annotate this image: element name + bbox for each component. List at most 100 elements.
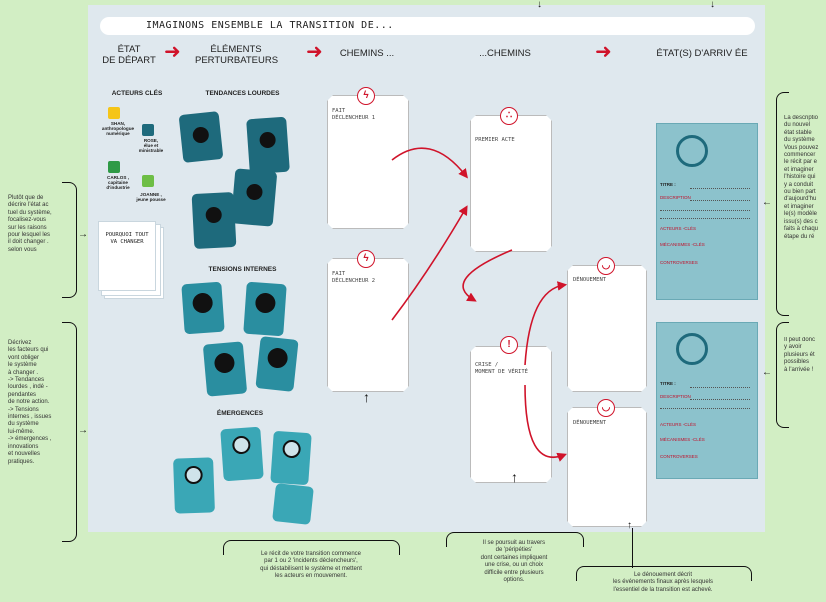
bracket [223,540,400,555]
denouement-2-label: DÉNOUEMENT [573,420,607,426]
section-emergences: ÉMERGENCES [216,410,264,417]
actor-name: ROSE, [143,138,159,143]
card-fait-declencheur-2[interactable] [327,258,409,392]
fill-line [660,210,750,211]
arrow-left-icon: ← [762,197,772,208]
note-line: difficile entre plusieurs [484,569,544,576]
sheet-titre: TITRE : [660,381,676,386]
sheet-controverses: CONTROVERSES [660,454,698,459]
actor-name: SHAN, [110,121,126,126]
note-line: innovations [8,443,39,450]
actor-name: JOANNE , [140,192,162,197]
note-line: du nouvel [784,122,811,129]
sheet-mecanismes: MÉCANISMES -CLÉS [660,242,705,247]
avatar [108,107,120,119]
note-line: les acteurs en mouvement. [274,573,348,580]
exclamation-icon: ! [500,336,518,354]
actors-title: ACTEURS CLÉS [111,90,163,97]
avatar [142,124,154,136]
pourquoi-line1: POURQUOI TOUT [105,232,149,238]
lightning-icon: ϟ [357,250,375,268]
header-chemins-2: ...CHEMINS [479,48,531,59]
note-line: Il peut donc [784,337,816,343]
bracket [62,182,77,298]
actor-role: élue et ministrable [138,143,164,154]
fill-line [690,387,750,388]
bracket [62,322,77,542]
note-line: à changer . [8,369,39,376]
header-perturbateurs-line2: PERTURBATEURS [195,55,279,66]
note-line: de notre action. [8,399,50,406]
note-line: Il se poursuit au travers [482,540,546,546]
card-denouement-2[interactable] [567,407,647,527]
note-line: étape du ré [784,233,815,240]
bracket [576,566,752,581]
note-line: y avoir [784,344,802,351]
header-depart-line2: DE DÉPART [102,55,156,66]
note-line: de 'péripéties' [495,547,533,554]
note-line: Le récit de votre transition commence [260,551,362,557]
note-line: état stable [784,129,812,136]
note-line: le système [8,362,37,369]
arrow-right-icon: ➜ [306,41,323,63]
note-line: Plutôt que de [8,195,44,201]
pourquoi-line2: VA CHANGER [110,239,144,245]
note-line: lourdes , indé - [8,384,48,391]
note-line: issu(s) des c [784,218,818,225]
header-perturbateurs-line1: ÉLÉMENTS [210,44,262,55]
note-line: Décrivez [8,340,32,346]
denouement-1-label: DÉNOUEMENT [573,277,607,283]
bracket [776,322,789,428]
note-line: commencer [784,152,816,159]
fait2-line1: FAIT [332,271,346,277]
note-line: il doit changer . [8,239,49,246]
card-pourquoi[interactable]: POURQUOI TOUT VA CHANGER [98,221,156,291]
note-line: options. [503,577,525,584]
card-premier-acte[interactable] [470,115,552,252]
board-title: IMAGINONS ENSEMBLE LA TRANSITION DE... [100,17,755,35]
fait2-line2: DÉCLENCHEUR 2 [332,278,376,284]
arrow-up-icon: ↑ [511,469,518,485]
bracket [776,92,789,316]
fait1-line2: DÉCLENCHEUR 1 [332,115,376,121]
arrow-down-icon: ↓ [710,0,715,10]
bracket [446,532,584,547]
arrow-up-icon: ↑ [627,520,632,531]
note-line: internes , issues [8,414,52,421]
card-fait-declencheur-1[interactable] [327,95,409,229]
actor-rose: ROSE,élue et ministrable [134,138,168,154]
card-crise[interactable] [470,346,552,483]
arrow-right-icon: ➜ [595,41,612,63]
header-chemins-1: CHEMINS ... [339,48,395,59]
note-line: pratiques. [8,458,35,465]
header-perturbateurs: ÉLÉMENTS PERTURBATEURS [195,44,279,66]
avatar [108,161,120,173]
fill-line [660,408,750,409]
arrow-right-icon: ➜ [164,41,181,63]
drops-icon: ∴ [500,107,518,125]
note-line: Le dénouement décrit [633,572,693,578]
note-line: pour lesquel les [8,232,51,239]
note-line: d'aujourd'hu [784,196,817,203]
note-line: une crise, ou un choix [484,562,544,569]
header-depart: ÉTAT DE DÉPART [100,44,158,66]
note-line: du système [8,421,39,428]
arrow-right-icon: → [78,229,88,240]
note-line: par 1 ou 2 'incidents déclencheurs', [264,558,358,565]
arrow-left-icon: ← [762,367,772,378]
fill-line [690,188,750,189]
note-line: y a conduit [784,181,814,188]
sheet-acteurs: ACTEURS -CLÉS [660,422,697,427]
sheet-description: DESCRIPTION [660,195,691,200]
note-line: les événements finaux après lesquels [612,579,714,586]
smile-icon: ◡ [597,257,615,275]
actor-role: anthropologue numérique [101,126,135,137]
arrow-down-icon: ↓ [537,0,542,10]
actor-name: CARLOS , [107,175,129,180]
